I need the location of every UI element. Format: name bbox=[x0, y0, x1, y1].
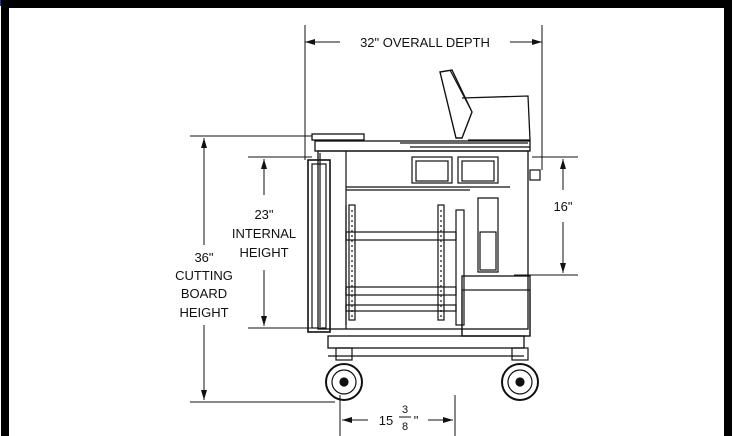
side-compartment bbox=[461, 275, 531, 337]
cart-drawing bbox=[307, 69, 541, 401]
caster-right bbox=[501, 363, 539, 401]
dimension-arrows bbox=[201, 39, 566, 423]
shelf-upper bbox=[345, 231, 457, 241]
right-height-label: 16" bbox=[553, 199, 572, 214]
shelf-depth-label: 15 3 8 " bbox=[379, 404, 419, 433]
shelf-depth-unit: " bbox=[414, 413, 419, 428]
shelf-depth-whole: 15 bbox=[379, 413, 393, 428]
cutting-board bbox=[311, 133, 365, 141]
cutting-board-height-line-4: HEIGHT bbox=[179, 305, 228, 320]
shelf-lower bbox=[345, 286, 457, 296]
internal-height-line-2: INTERNAL bbox=[232, 226, 296, 241]
internal-height-line-1: 23" bbox=[254, 207, 273, 222]
cabinet-body bbox=[317, 150, 529, 330]
base-rail bbox=[327, 335, 525, 349]
shelf-depth-numerator: 3 bbox=[402, 404, 408, 416]
handle-right bbox=[529, 169, 541, 181]
cutting-board-height-line-2: CUTTING bbox=[175, 268, 233, 283]
overall-depth-label: 32" OVERALL DEPTH bbox=[360, 35, 490, 50]
food-pan-right bbox=[457, 156, 499, 184]
shelf-depth-denominator: 8 bbox=[402, 421, 408, 433]
cutting-board-height-line-3: BOARD bbox=[181, 286, 227, 301]
internal-height-line-3: HEIGHT bbox=[239, 245, 288, 260]
cutting-board-height-line-1: 36" bbox=[194, 250, 213, 265]
cabinet-door bbox=[307, 159, 331, 333]
caster-left bbox=[325, 363, 363, 401]
food-pan-left bbox=[411, 156, 453, 184]
